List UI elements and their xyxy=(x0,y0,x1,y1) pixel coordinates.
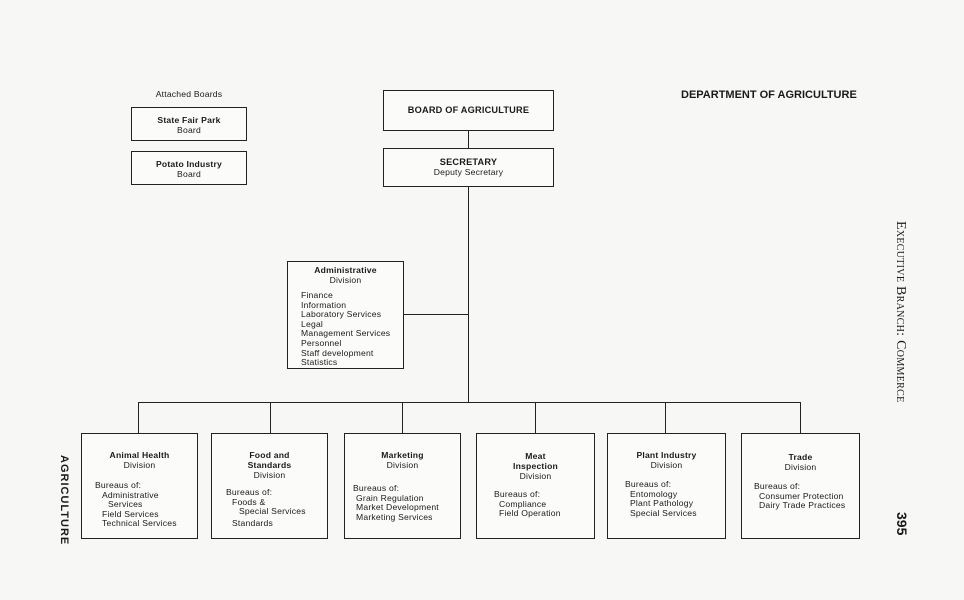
department-title: DEPARTMENT OF AGRICULTURE xyxy=(681,89,857,101)
bureaus-heading: Bureaus of: xyxy=(95,480,142,490)
bureaus-heading: Bureaus of: xyxy=(625,479,672,489)
page-number: 395 xyxy=(894,512,910,536)
division-type: Division xyxy=(519,471,552,481)
potato-industry-board-box: Potato Industry Board xyxy=(131,151,247,185)
administrative-division-type: Division xyxy=(329,275,362,285)
deputy-secretary-label: Deputy Secretary xyxy=(433,167,504,177)
board-name: State Fair Park xyxy=(157,115,221,125)
bureau-item: Field Operation xyxy=(499,508,561,519)
admin-unit: Statistics xyxy=(301,357,338,368)
bureaus-list: Bureaus of: Foods & Special Services Sta… xyxy=(212,487,327,528)
division-drop-line xyxy=(800,402,802,433)
division-drop-line xyxy=(535,402,537,433)
division-name: Food and xyxy=(249,450,290,460)
animal-health-division-box: Animal Health Division Bureaus of: Admin… xyxy=(81,433,198,539)
administrative-division-name: Administrative xyxy=(314,265,377,275)
bureaus-list: Bureaus of: Compliance Field Operation xyxy=(477,489,594,519)
administrative-units-list: Finance Information Laboratory Services … xyxy=(288,290,403,368)
bureaus-list: Bureaus of: Administrative Services Fiel… xyxy=(82,480,197,529)
state-fair-park-board-box: State Fair Park Board xyxy=(131,107,247,141)
bureaus-heading: Bureaus of: xyxy=(353,483,400,493)
division-type: Division xyxy=(650,460,683,470)
bureau-item: Compliance xyxy=(499,498,547,509)
division-name: Plant Industry xyxy=(636,450,697,460)
bureaus-list: Bureaus of: Entomology Plant Pathology S… xyxy=(608,479,725,518)
bureau-item: Grain Regulation xyxy=(356,492,424,503)
trade-division-box: Trade Division Bureaus of: Consumer Prot… xyxy=(741,433,860,539)
bureaus-heading: Bureaus of: xyxy=(226,487,273,497)
division-type: Division xyxy=(253,470,286,480)
bureau-item: Field Services xyxy=(102,508,159,519)
secretary-box: SECRETARY Deputy Secretary xyxy=(383,148,554,187)
division-name: Meat xyxy=(525,451,546,461)
bureau-item: Foods & xyxy=(232,496,266,507)
board-of-agriculture-box: BOARD OF AGRICULTURE xyxy=(383,90,554,131)
administrative-connector xyxy=(404,314,469,316)
board-name: Potato Industry xyxy=(155,159,223,169)
food-and-standards-division-box: Food and Standards Division Bureaus of: … xyxy=(211,433,328,539)
bureau-item: Administrative xyxy=(102,489,159,500)
marketing-division-box: Marketing Division Bureaus of: Grain Reg… xyxy=(344,433,461,539)
bureau-item: Market Development xyxy=(356,502,439,513)
bureau-item: Technical Services xyxy=(102,518,177,529)
division-distribution-line xyxy=(138,402,801,404)
side-label-agriculture: AGRICULTURE xyxy=(58,455,70,546)
trunk-line xyxy=(468,187,470,402)
division-name: Standards xyxy=(247,460,292,470)
attached-boards-heading: Attached Boards xyxy=(155,89,223,99)
bureau-item: Standards xyxy=(232,517,273,528)
admin-unit: Staff development xyxy=(301,347,374,358)
division-name: Animal Health xyxy=(109,450,170,460)
bureau-item: Marketing Services xyxy=(356,511,433,522)
division-name: Marketing xyxy=(381,450,424,460)
administrative-division-box: Administrative Division Finance Informat… xyxy=(287,261,404,369)
division-drop-line xyxy=(138,402,140,433)
meat-inspection-division-box: Meat Inspection Division Bureaus of: Com… xyxy=(476,433,595,539)
division-name: Trade xyxy=(788,452,813,462)
bureaus-list: Bureaus of: Consumer Protection Dairy Tr… xyxy=(742,481,859,511)
admin-unit: Personnel xyxy=(301,337,342,348)
bureaus-list: Bureaus of: Grain Regulation Market Deve… xyxy=(345,483,460,522)
division-name: Inspection xyxy=(513,461,558,471)
running-header-executive-branch: Executive Branch: Commerce xyxy=(893,221,908,403)
bureaus-heading: Bureaus of: xyxy=(754,481,801,491)
secretary-title: SECRETARY xyxy=(439,157,498,167)
bureau-item: Dairy Trade Practices xyxy=(759,500,846,511)
division-type: Division xyxy=(123,460,156,470)
admin-unit: Legal xyxy=(301,318,324,329)
admin-unit: Finance xyxy=(301,290,333,300)
division-drop-line xyxy=(402,402,404,433)
board-type: Board xyxy=(177,169,201,179)
connector-line xyxy=(468,131,470,148)
board-of-agriculture-label: BOARD OF AGRICULTURE xyxy=(407,105,530,115)
bureaus-heading: Bureaus of: xyxy=(494,489,541,499)
board-type: Board xyxy=(177,125,201,135)
admin-unit: Management Services xyxy=(301,328,391,339)
admin-unit: Information xyxy=(301,299,347,310)
division-type: Division xyxy=(386,460,419,470)
bureau-item: Plant Pathology xyxy=(630,498,694,509)
bureau-item: Special Services xyxy=(630,507,697,518)
bureau-item: Entomology xyxy=(630,488,678,499)
bureau-item: Consumer Protection xyxy=(759,490,844,501)
division-drop-line xyxy=(270,402,272,433)
bureau-item: Services xyxy=(108,499,143,510)
division-drop-line xyxy=(665,402,667,433)
plant-industry-division-box: Plant Industry Division Bureaus of: Ento… xyxy=(607,433,726,539)
division-type: Division xyxy=(784,462,817,472)
bureau-item: Special Services xyxy=(239,506,306,517)
admin-unit: Laboratory Services xyxy=(301,309,382,320)
